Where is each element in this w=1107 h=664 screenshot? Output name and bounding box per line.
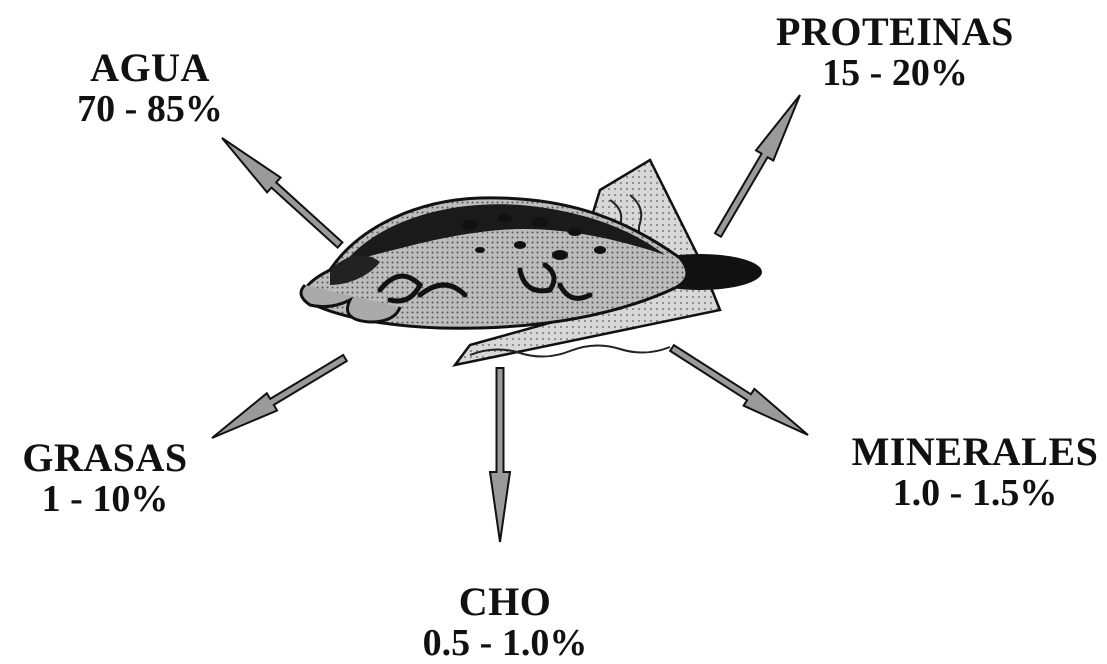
component-name: AGUA [30, 46, 270, 89]
label-proteinas: PROTEINAS 15 - 20% [730, 10, 1060, 94]
arrow-proteinas [715, 95, 800, 237]
label-agua: AGUA 70 - 85% [30, 46, 270, 130]
component-name: CHO [380, 580, 630, 623]
arrow-minerales [670, 345, 808, 435]
component-value: 1 - 10% [0, 479, 210, 520]
component-name: MINERALES [840, 430, 1107, 473]
label-grasas: GRASAS 1 - 10% [0, 436, 210, 520]
label-minerales: MINERALES 1.0 - 1.5% [840, 430, 1107, 514]
component-value: 0.5 - 1.0% [380, 623, 630, 664]
arrow-agua [222, 138, 342, 248]
arrow-grasas [212, 355, 347, 438]
fish-illustration-icon [301, 160, 762, 365]
arrow-cho [490, 368, 510, 542]
component-name: GRASAS [0, 436, 210, 479]
component-name: PROTEINAS [730, 10, 1060, 53]
component-value: 1.0 - 1.5% [840, 473, 1107, 514]
component-value: 15 - 20% [730, 53, 1060, 94]
component-value: 70 - 85% [30, 89, 270, 130]
label-cho: CHO 0.5 - 1.0% [380, 580, 630, 664]
